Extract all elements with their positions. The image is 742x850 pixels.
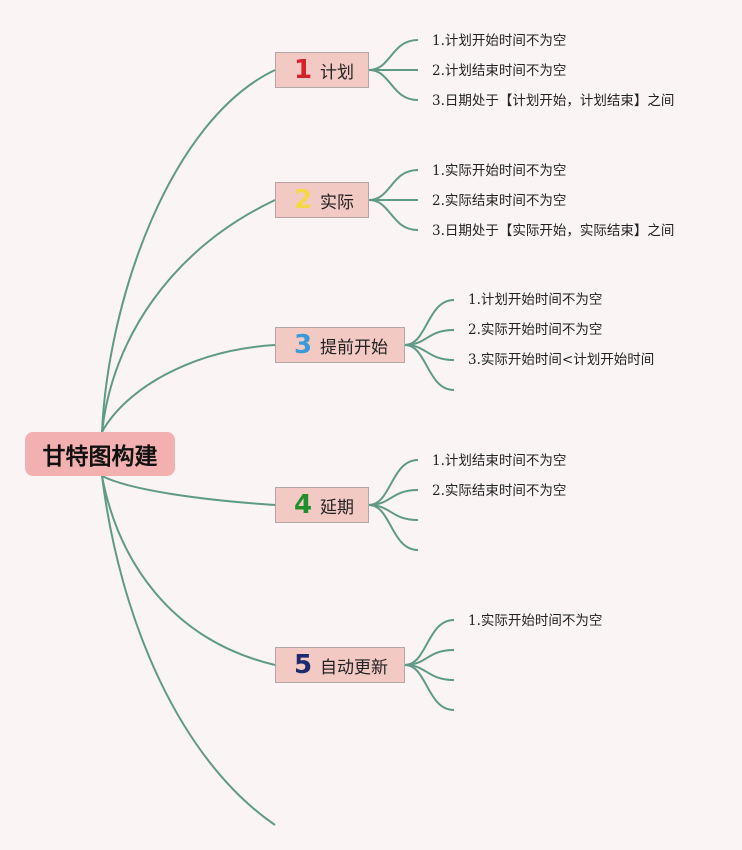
leaf-connector (368, 169, 419, 201)
leaf-item: 2.实际开始时间不为空 (468, 322, 603, 338)
branch-node-early-start[interactable]: 3 提前开始 (275, 327, 405, 363)
branch-label: 计划 (320, 62, 354, 83)
branch-node-actual[interactable]: 2 实际 (275, 182, 369, 218)
leaf-item: 2.实际结束时间不为空 (432, 193, 567, 209)
leaf-item: 3.日期处于【计划开始，计划结束】之间 (432, 93, 675, 109)
leaf-item: 1.计划开始时间不为空 (432, 33, 567, 49)
branch-node-auto-update[interactable]: 5 自动更新 (275, 647, 405, 683)
number-2-icon: 2 (293, 185, 313, 215)
leaf-item: 1.实际开始时间不为空 (432, 163, 567, 179)
leaf-connector (368, 504, 419, 551)
leaf-connector (368, 459, 419, 506)
leaf-item: 2.实际结束时间不为空 (432, 483, 567, 499)
number-4-icon: 4 (293, 490, 313, 520)
branch-label: 自动更新 (320, 657, 388, 678)
leaf-item: 2.计划结束时间不为空 (432, 63, 567, 79)
branch-label: 延期 (320, 497, 354, 518)
leaf-item: 1.实际开始时间不为空 (468, 613, 603, 629)
trunk-connector (101, 475, 276, 666)
number-3-icon: 3 (293, 330, 313, 360)
leaf-connector (404, 619, 455, 666)
trunk-connector (101, 69, 276, 433)
leaf-item: 3.实际开始时间<计划开始时间 (468, 352, 655, 368)
trunk-connector (101, 475, 276, 506)
branch-node-plan[interactable]: 1 计划 (275, 52, 369, 88)
branch-label: 实际 (320, 192, 354, 213)
leaf-connector (404, 664, 455, 711)
leaf-connector (404, 299, 455, 346)
trunk-connector (101, 475, 276, 826)
leaf-item: 3.日期处于【实际开始，实际结束】之间 (432, 223, 675, 239)
branch-node-delay[interactable]: 4 延期 (275, 487, 369, 523)
root-label: 甘特图构建 (42, 444, 158, 470)
leaf-connector (368, 69, 419, 101)
leaf-connector (368, 39, 419, 71)
leaf-connector (404, 344, 455, 391)
trunk-connector (101, 344, 276, 433)
trunk-connector (101, 199, 276, 433)
branch-label: 提前开始 (320, 337, 388, 358)
leaf-connector (368, 199, 419, 231)
leaf-item: 1.计划开始时间不为空 (468, 292, 603, 308)
root-node[interactable]: 甘特图构建 (25, 432, 175, 476)
leaf-item: 1.计划结束时间不为空 (432, 453, 567, 469)
number-5-icon: 5 (293, 650, 313, 680)
number-1-icon: 1 (293, 55, 313, 85)
